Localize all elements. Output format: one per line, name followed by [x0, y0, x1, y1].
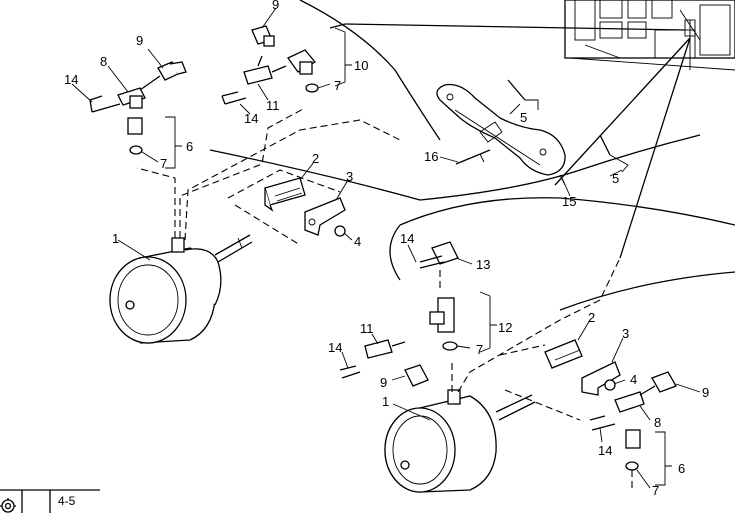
- fitting-13: [431, 241, 459, 265]
- adapter-b: [625, 429, 641, 449]
- callout-11: 11: [360, 321, 374, 336]
- callouts-middle: 5 5 15 16: [424, 110, 619, 209]
- callouts-assembly-a: 1 2 3 4 6 7 7 8 9 9 10 11 14 14: [64, 0, 368, 249]
- brake-chamber: [109, 234, 253, 344]
- callout-2: 2: [312, 151, 319, 166]
- leader-to-detail-3: [619, 37, 691, 259]
- callout-5: 5: [520, 110, 527, 125]
- callout-2: 2: [588, 310, 595, 325]
- callout-14: 14: [64, 72, 78, 87]
- callout-7: 7: [334, 78, 341, 93]
- machine-detail: [564, 0, 735, 71]
- footer: 4-5: [0, 489, 100, 513]
- callout-12: 12: [498, 320, 512, 335]
- leader-to-detail-2: [554, 37, 691, 186]
- callout-7: 7: [652, 483, 659, 498]
- o-ring: [129, 145, 143, 155]
- callout-6: 6: [678, 461, 685, 476]
- yoke-b: [581, 361, 621, 396]
- callout-1: 1: [382, 394, 389, 409]
- adapter: [127, 117, 143, 135]
- yoke: [304, 197, 346, 236]
- nut-b: [604, 379, 616, 391]
- callout-9: 9: [702, 385, 709, 400]
- fitting-10: [287, 49, 316, 73]
- callout-5: 5: [612, 171, 619, 186]
- callout-9: 9: [272, 0, 279, 12]
- fitting-11-b: [364, 339, 393, 359]
- callout-15: 15: [562, 194, 576, 209]
- callout-3: 3: [346, 169, 353, 184]
- callout-16: 16: [424, 149, 438, 164]
- callout-7: 7: [160, 156, 167, 171]
- callout-14: 14: [598, 443, 612, 458]
- leader-to-detail: [344, 23, 686, 31]
- brake-chamber-b: [384, 389, 536, 493]
- callout-9: 9: [380, 375, 387, 390]
- callout-6: 6: [186, 139, 193, 154]
- context-outline: [209, 0, 735, 311]
- callout-8: 8: [100, 54, 107, 69]
- fitting-9-b2: [651, 371, 677, 393]
- fitting-8-b: [614, 391, 645, 413]
- callout-7: 7: [476, 342, 483, 357]
- callout-4: 4: [630, 372, 637, 387]
- page-reference: 4-5: [58, 494, 76, 508]
- callout-4: 4: [354, 234, 361, 249]
- callout-14: 14: [400, 231, 414, 246]
- leader-lines: [71, 7, 701, 489]
- fitting-11: [243, 65, 273, 85]
- bracket-b: [544, 339, 583, 369]
- callout-10: 10: [354, 58, 368, 73]
- callout-3: 3: [622, 326, 629, 341]
- gear-icon: [0, 498, 16, 513]
- callout-8: 8: [654, 415, 661, 430]
- assembly-b: [339, 241, 677, 493]
- callout-9: 9: [136, 33, 143, 48]
- fitting-9-b: [404, 364, 429, 387]
- callout-14: 14: [328, 340, 342, 355]
- callout-13: 13: [476, 257, 490, 272]
- callout-14: 14: [244, 111, 258, 126]
- assembly-middle: [436, 79, 629, 186]
- bracket: [264, 177, 306, 206]
- callout-1: 1: [112, 231, 119, 246]
- callout-11: 11: [266, 98, 280, 113]
- callouts-assembly-b: 1 2 3 4 6 7 7 8 9 9 11 12 13 14 14 14: [328, 231, 709, 498]
- assembly-a: [89, 25, 401, 344]
- nut: [334, 225, 346, 237]
